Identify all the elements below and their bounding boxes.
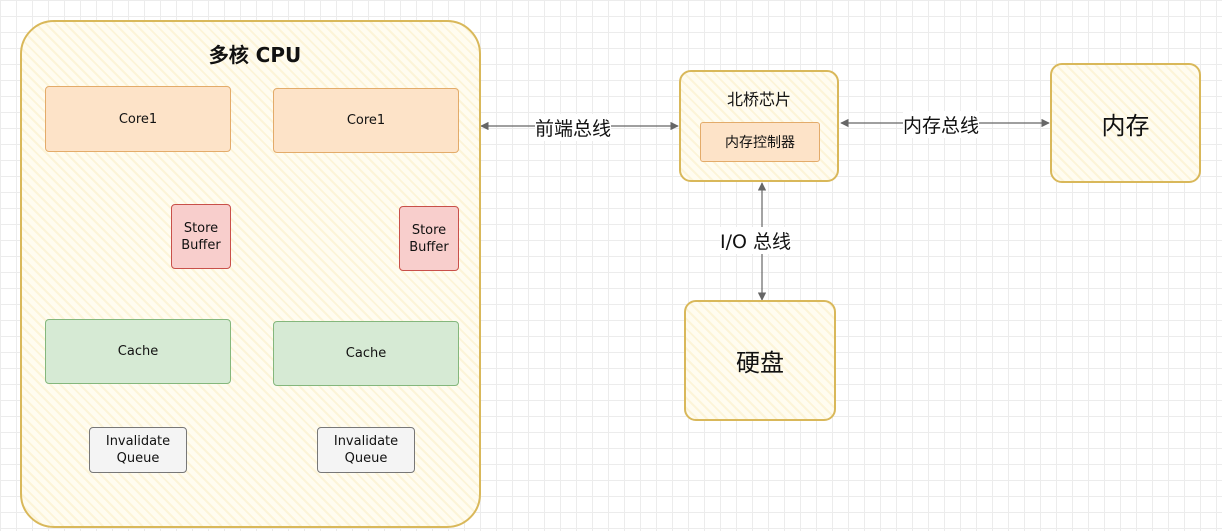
store-buffer-2: Store Buffer <box>399 206 459 271</box>
northbridge-title: 北桥芯片 <box>726 90 791 109</box>
memory-controller: 内存控制器 <box>700 122 820 162</box>
core-2: Core1 <box>273 88 459 153</box>
disk-box: 硬盘 <box>684 300 836 421</box>
front-side-bus-label: 前端总线 <box>535 114 612 141</box>
invalidate-queue-1: Invalidate Queue <box>89 427 187 473</box>
store-buffer-1: Store Buffer <box>171 204 231 269</box>
cpu-title: 多核 CPU <box>208 42 302 67</box>
cache-2: Cache <box>273 321 459 386</box>
invalidate-queue-2: Invalidate Queue <box>317 427 415 473</box>
memory-box: 内存 <box>1050 63 1201 183</box>
io-bus-label: I/O 总线 <box>720 227 791 254</box>
memory-bus-label: 内存总线 <box>903 111 980 138</box>
cache-1: Cache <box>45 319 231 384</box>
core-1: Core1 <box>45 86 231 152</box>
